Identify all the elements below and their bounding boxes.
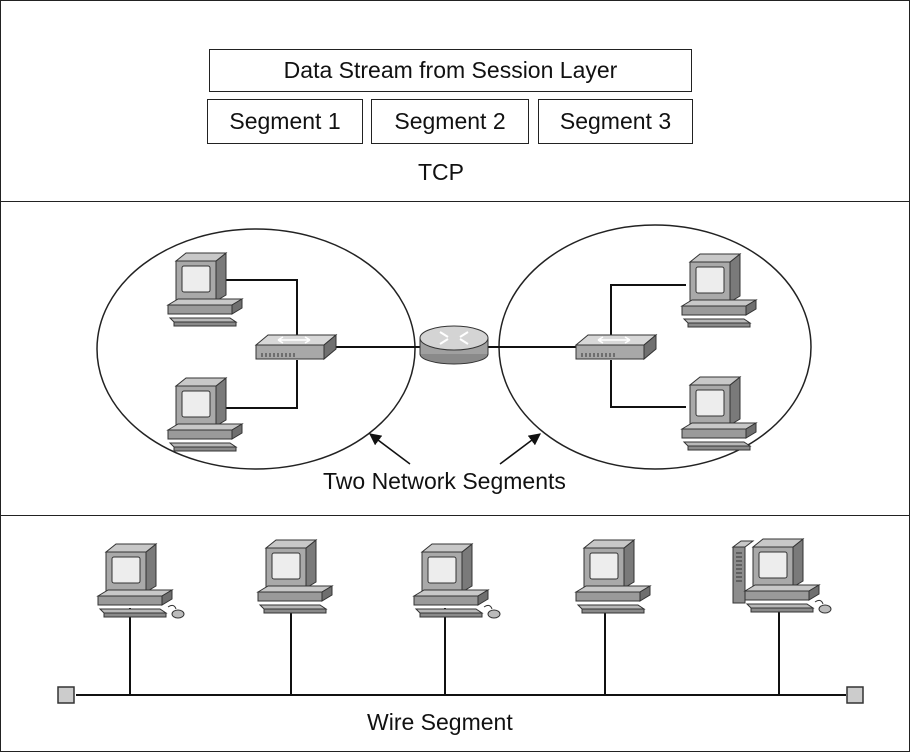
wire-segment-caption: Wire Segment — [367, 709, 513, 735]
arrow-to-right-segment — [499, 433, 541, 465]
segment-label-3: Segment 3 — [559, 108, 672, 134]
computer-icon — [98, 544, 184, 618]
data-stream-label: Data Stream from Session Layer — [283, 57, 618, 83]
arrow-to-left-segment — [369, 433, 411, 465]
computer-icon — [575, 539, 651, 614]
computer-icon — [257, 539, 333, 614]
data-stream-box: Data Stream from Session Layer — [209, 49, 692, 92]
transport-layer-panel: Data Stream from Session Layer Segment 1… — [0, 0, 910, 202]
computer-icon — [167, 252, 243, 327]
segment-label-2: Segment 2 — [394, 108, 506, 134]
wire-bus — [57, 608, 864, 704]
computer-icon — [414, 544, 500, 618]
bus-terminator-icon — [57, 686, 75, 704]
segment-box-1: Segment 1 — [207, 99, 363, 144]
segment-box-3: Segment 3 — [538, 99, 693, 144]
switch-icon — [255, 334, 337, 360]
network-segments-caption: Two Network Segments — [323, 468, 566, 494]
computer-icon — [733, 539, 831, 613]
computer-icon — [681, 253, 757, 328]
segment-box-2: Segment 2 — [371, 99, 529, 144]
network-segment-left — [96, 228, 416, 470]
computer-icon — [167, 377, 243, 452]
switch-icon — [575, 334, 657, 360]
protocol-label: TCP — [418, 159, 464, 185]
bus-terminator-icon — [846, 686, 864, 704]
segment-label-1: Segment 1 — [229, 108, 341, 134]
computer-icon — [681, 376, 757, 451]
router-icon — [419, 325, 489, 365]
